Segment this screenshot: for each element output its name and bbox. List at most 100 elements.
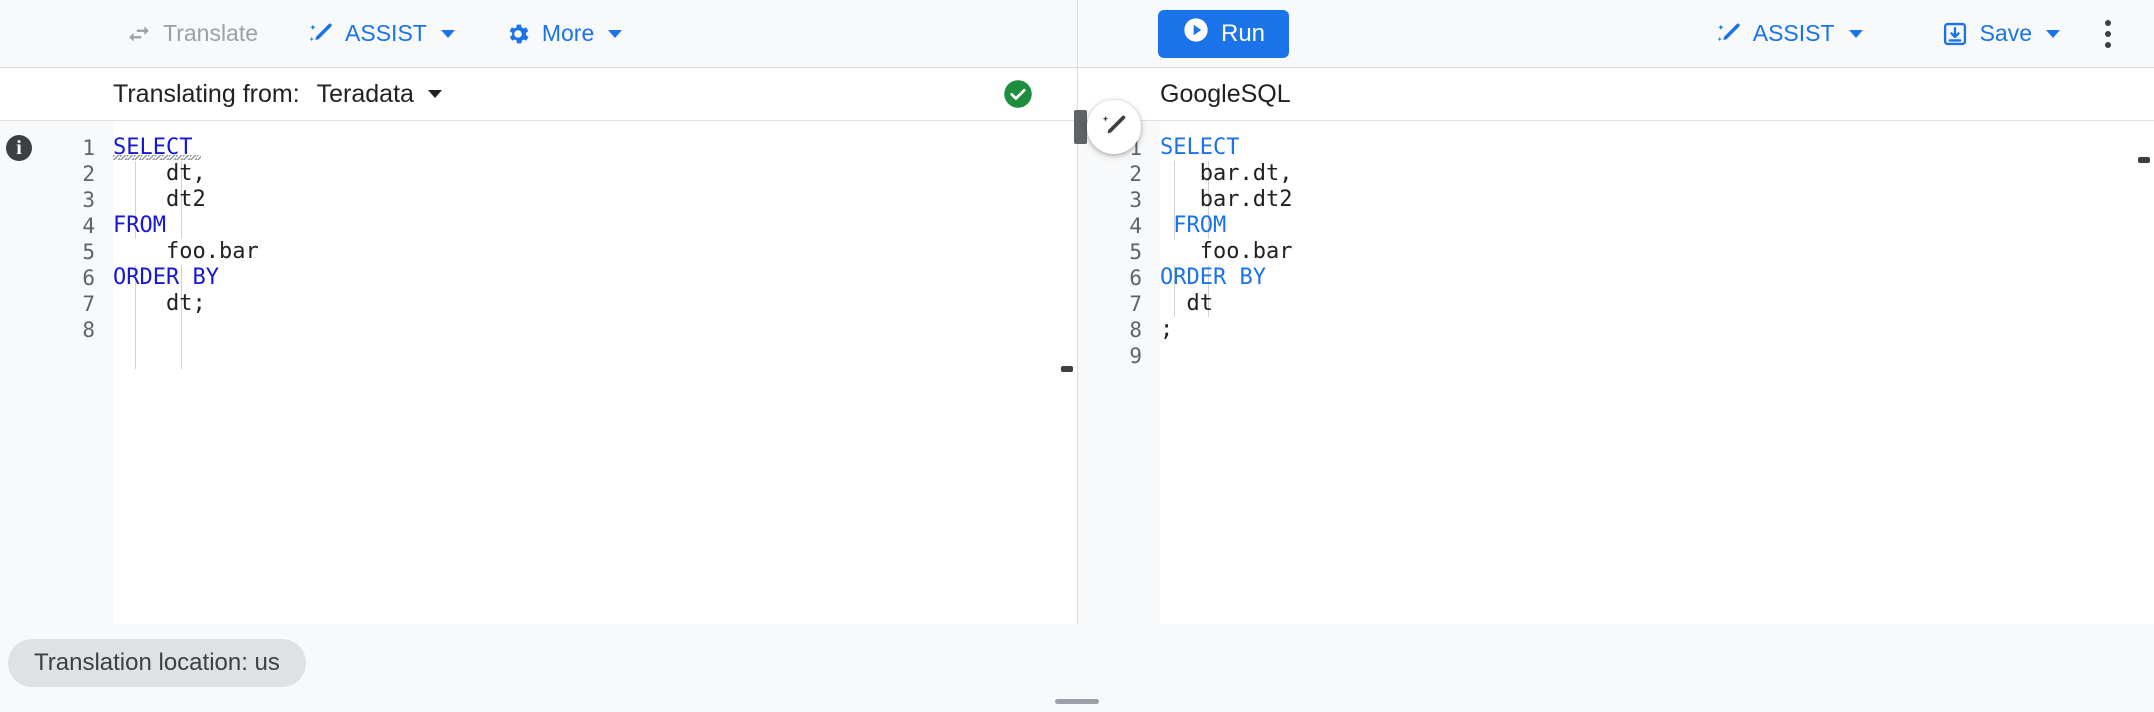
- check-circle-icon: [1003, 79, 1033, 109]
- chevron-down-icon: [608, 29, 623, 38]
- vertical-drag-handle[interactable]: [1074, 110, 1087, 144]
- source-vertical-scrollbar[interactable]: [1061, 366, 1073, 372]
- save-button[interactable]: Save: [1933, 14, 2068, 54]
- code-line[interactable]: FROM: [113, 213, 1077, 239]
- kebab-dot: [2105, 19, 2111, 26]
- line-number: 2: [82, 162, 95, 186]
- chevron-down-icon: [2046, 29, 2060, 38]
- sql-text: dt: [1160, 291, 1213, 316]
- pane-splitter: [1064, 68, 1141, 624]
- line-number: 6: [1129, 266, 1142, 290]
- save-download-icon: [1941, 20, 1969, 48]
- assist-label-right: ASSIST: [1752, 20, 1835, 46]
- kebab-dot: [2105, 30, 2111, 37]
- code-line[interactable]: SELECT: [1160, 135, 2154, 161]
- line-number: 4: [1129, 214, 1142, 238]
- line-number: 8: [1129, 318, 1142, 342]
- sql-text: dt,: [113, 161, 206, 186]
- source-dialect-select[interactable]: Teradata: [317, 80, 442, 109]
- kebab-menu-icon[interactable]: [2086, 12, 2130, 56]
- line-number: 3: [82, 188, 95, 212]
- more-button[interactable]: More: [497, 14, 630, 53]
- sql-text: foo.bar: [113, 239, 259, 264]
- code-line[interactable]: foo.bar: [1160, 239, 2154, 265]
- assist-label-left: ASSIST: [345, 20, 427, 46]
- sql-keyword: FROM: [1160, 213, 1227, 238]
- line-number: 8: [82, 318, 95, 342]
- line-number: 5: [82, 240, 95, 264]
- code-line[interactable]: ORDER BY: [1160, 265, 2154, 291]
- main-toolbar: Translate ASSIST: [0, 0, 2154, 68]
- line-number: 6: [82, 266, 95, 290]
- status-footer: Translation location: us: [0, 624, 2154, 712]
- sql-keyword: SELECT: [1160, 135, 1240, 160]
- code-line[interactable]: dt,: [113, 161, 1077, 187]
- sql-keyword: ORDER BY: [1160, 265, 1266, 290]
- translating-from-label: Translating from:: [113, 79, 300, 108]
- play-circle-icon: [1182, 16, 1210, 51]
- line-number: 1: [82, 136, 95, 160]
- line-number: 7: [82, 292, 95, 316]
- code-line[interactable]: dt;: [113, 291, 1077, 317]
- save-label: Save: [1979, 20, 2032, 46]
- code-line[interactable]: foo.bar: [113, 239, 1077, 265]
- more-label: More: [541, 20, 595, 46]
- code-line[interactable]: [1160, 343, 2154, 369]
- code-line[interactable]: dt2: [113, 187, 1077, 213]
- code-line[interactable]: ;: [1160, 317, 2154, 343]
- gear-icon: [505, 21, 531, 47]
- code-line[interactable]: dt: [1160, 291, 2154, 317]
- assist-button-right[interactable]: ASSIST: [1708, 14, 1871, 53]
- sql-text: dt2: [113, 187, 206, 212]
- target-pane-header: GoogleSQL: [1078, 68, 2154, 121]
- code-line[interactable]: SELECT: [113, 135, 1077, 161]
- chevron-down-icon: [440, 29, 455, 38]
- horizontal-drag-handle[interactable]: [1055, 699, 1099, 704]
- sql-keyword: ORDER BY: [113, 265, 219, 290]
- translation-location-chip: Translation location: us: [8, 639, 306, 687]
- run-button[interactable]: Run: [1158, 9, 1290, 58]
- info-icon[interactable]: i: [6, 135, 32, 161]
- line-number: 7: [1129, 292, 1142, 316]
- code-line[interactable]: bar.dt2: [1160, 187, 2154, 213]
- sql-text: dt;: [113, 291, 206, 316]
- sql-text: bar.dt2: [1160, 187, 1293, 212]
- kebab-dot: [2105, 41, 2111, 48]
- line-number: 4: [82, 214, 95, 238]
- code-line[interactable]: [113, 317, 1077, 343]
- translate-label: Translate: [163, 20, 259, 46]
- magic-wand-edit-icon[interactable]: [1087, 100, 1141, 154]
- line-number: 5: [1129, 240, 1142, 264]
- line-number: 3: [1129, 188, 1142, 212]
- line-number: 2: [1129, 162, 1142, 186]
- error-squiggle: [113, 155, 201, 160]
- line-number: 9: [1129, 344, 1142, 368]
- run-label: Run: [1221, 19, 1266, 47]
- toolbar-left-group: Translate ASSIST: [0, 0, 1078, 68]
- swap-horizontal-icon: [126, 21, 152, 47]
- chevron-down-icon: [1848, 29, 1863, 38]
- magic-wand-icon: [1716, 21, 1742, 47]
- target-vertical-scrollbar[interactable]: [2138, 157, 2150, 163]
- target-dialect-label: GoogleSQL: [1160, 79, 1291, 108]
- assist-button-left[interactable]: ASSIST: [300, 14, 463, 53]
- sql-text: bar.dt,: [1160, 161, 1293, 186]
- source-dialect-value: Teradata: [316, 79, 414, 108]
- source-pane-header: Translating from: Teradata: [0, 68, 1077, 121]
- code-line[interactable]: ORDER BY: [113, 265, 1077, 291]
- magic-wand-icon: [308, 21, 334, 47]
- code-line[interactable]: bar.dt,: [1160, 161, 2154, 187]
- code-line[interactable]: FROM: [1160, 213, 2154, 239]
- translation-location-label: Translation location: us: [34, 649, 280, 676]
- translate-button[interactable]: Translate: [118, 14, 266, 53]
